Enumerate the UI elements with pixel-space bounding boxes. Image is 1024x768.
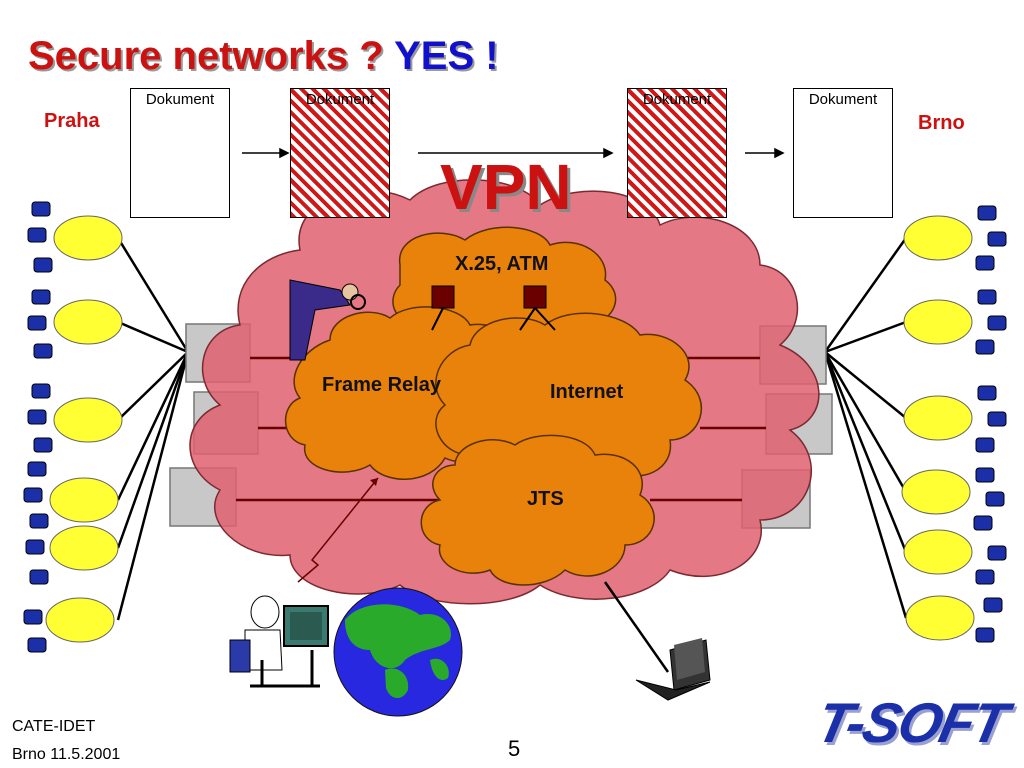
phone-icon bbox=[975, 255, 995, 271]
lan-cloud bbox=[49, 477, 119, 523]
lan-cloud bbox=[903, 215, 973, 261]
footer-org: CATE-IDET bbox=[12, 718, 96, 735]
internet-label: Internet bbox=[550, 381, 624, 403]
lan-cloud bbox=[53, 215, 123, 261]
phone-icon bbox=[31, 289, 51, 305]
laptop-icon bbox=[635, 638, 711, 701]
user-at-computer-icon bbox=[229, 595, 329, 688]
globe-icon bbox=[333, 587, 463, 717]
phone-icon bbox=[985, 491, 1005, 507]
phone-icon bbox=[975, 467, 995, 483]
router-icon bbox=[431, 285, 455, 309]
document-plain-right: Dokument bbox=[793, 88, 893, 218]
phone-icon bbox=[31, 383, 51, 399]
lan-cloud bbox=[49, 525, 119, 571]
eavesdropper-icon bbox=[289, 279, 366, 361]
slide-title: Secure networks ? YES ! bbox=[28, 34, 499, 79]
city-right: Brno bbox=[918, 112, 965, 134]
phone-icon bbox=[27, 227, 47, 243]
dialup-link bbox=[297, 477, 379, 583]
phone-icon bbox=[33, 437, 53, 453]
router-icon bbox=[523, 285, 547, 309]
right-lan-links bbox=[823, 237, 908, 619]
lan-cloud bbox=[45, 597, 115, 643]
lan-cloud bbox=[901, 469, 971, 515]
right-phones bbox=[973, 205, 1007, 643]
document-label: Dokument bbox=[642, 91, 712, 108]
phone-icon bbox=[987, 545, 1007, 561]
lan-cloud bbox=[903, 395, 973, 441]
phone-icon bbox=[29, 513, 49, 529]
document-plain-left: Dokument bbox=[130, 88, 230, 218]
document-encrypted-left: Dokument bbox=[290, 88, 390, 218]
left-lan-links bbox=[116, 237, 190, 621]
phone-icon bbox=[977, 289, 997, 305]
document-label: Dokument bbox=[305, 91, 375, 108]
phone-icon bbox=[975, 339, 995, 355]
phone-icon bbox=[973, 515, 993, 531]
page-number: 5 bbox=[508, 736, 521, 761]
document-label: Dokument bbox=[145, 91, 215, 108]
document-label: Dokument bbox=[808, 91, 878, 108]
vpn-label: VPN bbox=[440, 151, 572, 223]
jts-cloud bbox=[420, 434, 655, 586]
frame-relay-label: Frame Relay bbox=[322, 374, 441, 396]
phone-icon bbox=[27, 637, 47, 653]
title-part2: YES ! bbox=[394, 34, 499, 78]
right-lan-clouds bbox=[901, 215, 975, 641]
phone-icon bbox=[23, 609, 43, 625]
phone-icon bbox=[25, 539, 45, 555]
phone-icon bbox=[987, 231, 1007, 247]
lan-cloud bbox=[53, 397, 123, 443]
phone-icon bbox=[33, 343, 53, 359]
phone-icon bbox=[23, 487, 43, 503]
x25-atm-label: X.25, ATM bbox=[455, 253, 549, 275]
phone-icon bbox=[977, 385, 997, 401]
phone-icon bbox=[975, 437, 995, 453]
lan-cloud bbox=[903, 299, 973, 345]
phone-icon bbox=[987, 411, 1007, 427]
phone-icon bbox=[983, 597, 1003, 613]
title-part1: Secure networks ? bbox=[28, 34, 384, 78]
document-encrypted-right: Dokument bbox=[627, 88, 727, 218]
lan-cloud bbox=[53, 299, 123, 345]
phone-icon bbox=[31, 201, 51, 217]
left-phones bbox=[23, 201, 53, 653]
tsoft-logo: T-SOFT bbox=[811, 691, 1012, 754]
phone-icon bbox=[27, 461, 47, 477]
lan-cloud bbox=[903, 529, 973, 575]
phone-icon bbox=[975, 569, 995, 585]
phone-icon bbox=[975, 627, 995, 643]
footer-date: Brno 11.5.2001 bbox=[12, 746, 121, 763]
phone-icon bbox=[977, 205, 997, 221]
laptop-link bbox=[603, 581, 670, 673]
phone-icon bbox=[27, 409, 47, 425]
left-lan-clouds bbox=[45, 215, 123, 643]
phone-icon bbox=[987, 315, 1007, 331]
city-left: Praha bbox=[44, 110, 100, 132]
phone-icon bbox=[29, 569, 49, 585]
phone-icon bbox=[27, 315, 47, 331]
phone-icon bbox=[33, 257, 53, 273]
jts-label: JTS bbox=[527, 488, 564, 510]
lan-cloud bbox=[905, 595, 975, 641]
